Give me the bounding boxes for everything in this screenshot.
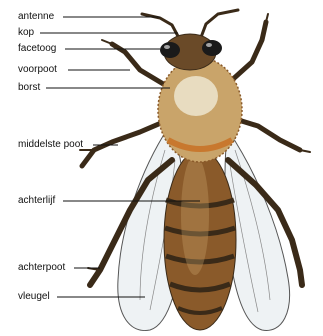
label-vleugel: vleugel [18, 291, 50, 303]
thorax [158, 58, 242, 162]
label-voorpoot: voorpoot [18, 64, 57, 76]
label-borst: borst [18, 82, 40, 94]
front-leg-left [112, 44, 165, 85]
label-achterpoot: achterpoot [18, 262, 65, 274]
label-achterlijf: achterlijf [18, 195, 55, 207]
label-middelste-poot: middelste poot [18, 139, 83, 151]
label-kop: kop [18, 27, 34, 39]
abdomen [164, 150, 236, 330]
label-antenne: antenne [18, 11, 54, 23]
compound-eye-right [202, 40, 222, 56]
label-facetoog: facetoog [18, 43, 56, 55]
front-leg-right [232, 22, 266, 80]
compound-eye-left [160, 42, 180, 58]
middle-leg-right [232, 118, 300, 150]
